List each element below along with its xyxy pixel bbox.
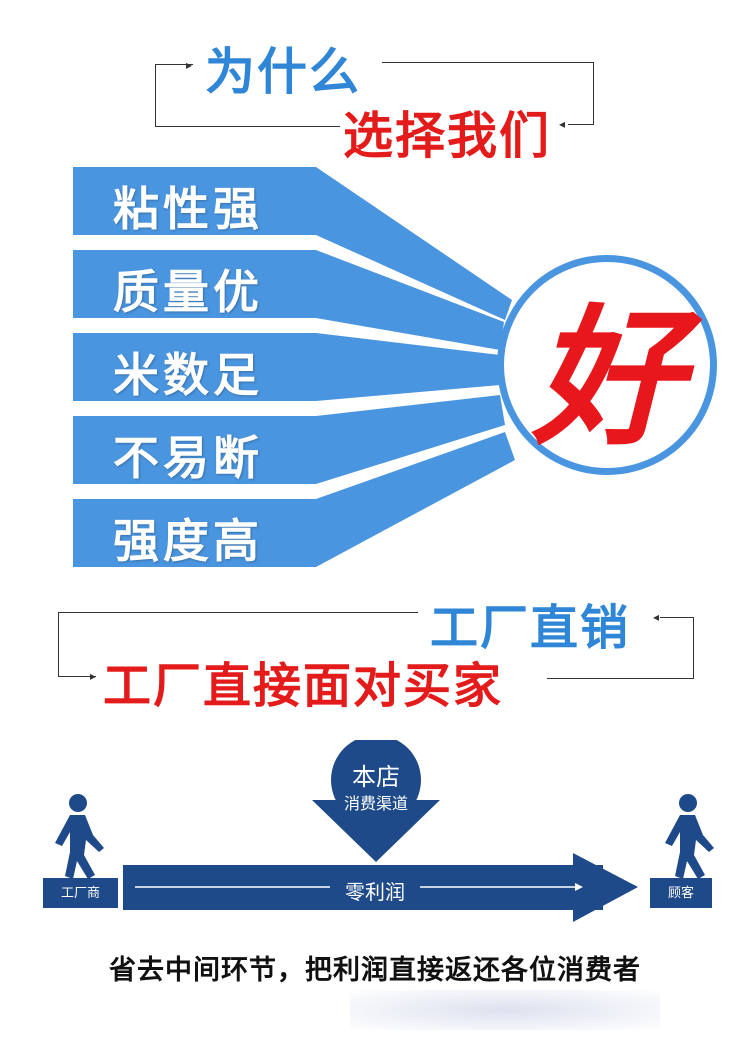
bracket-line: [547, 678, 694, 679]
feature-rays: [316, 167, 515, 567]
feature-bar-2: 质量优: [73, 250, 316, 319]
flow-diagram: [55, 740, 714, 922]
factory-title: 工厂直销: [430, 600, 631, 656]
feature-label: 强度高: [113, 514, 263, 568]
store-label-main: 本店: [352, 763, 400, 791]
arrow-right-icon: ▸: [186, 58, 193, 72]
feature-label: 不易断: [113, 431, 263, 485]
arrow-right-icon: ▸: [90, 669, 97, 683]
factory-subtitle: 工厂直接面对买家: [103, 658, 504, 714]
feature-bar-4: 不易断: [73, 416, 316, 485]
feature-label: 米数足: [113, 348, 263, 402]
feature-bar-3: 米数足: [73, 333, 316, 402]
bracket-line: [382, 62, 594, 63]
ray-2: [316, 250, 504, 350]
bracket-line: [58, 612, 59, 676]
bracket-line: [660, 617, 693, 618]
header-title-line2: 选择我们: [343, 107, 551, 165]
ray-5: [316, 432, 515, 567]
manufacturer-label: 工厂商: [43, 878, 118, 908]
good-circle: 好: [497, 255, 717, 475]
footer-slogan: 省去中间环节，把利润直接返还各位消费者: [109, 955, 641, 986]
feature-bar-5: 强度高: [73, 499, 316, 568]
bracket-line: [593, 62, 594, 124]
store-badge-pointer: [312, 800, 440, 862]
bracket-line: [58, 676, 96, 677]
walking-person-icon: [55, 794, 104, 879]
bracket-line: [155, 126, 340, 127]
walking-person-icon: [665, 794, 714, 879]
good-character: 好: [531, 289, 682, 466]
feature-label: 粘性强: [113, 182, 263, 236]
arrow-left-icon: ◂: [559, 117, 566, 131]
feature-label: 质量优: [113, 265, 263, 319]
customer-label: 顾客: [650, 878, 712, 908]
feature-bar-1: 粘性强: [73, 167, 316, 236]
bracket-line: [568, 124, 594, 125]
arrow-left-icon: ◂: [653, 610, 660, 624]
bracket-line: [58, 612, 418, 613]
ray-1: [316, 167, 512, 320]
header-title-line1: 为什么: [205, 43, 361, 101]
ray-3: [316, 333, 500, 401]
store-label-sub: 消费渠道: [343, 794, 408, 813]
ray-4: [316, 395, 505, 484]
bracket-line: [155, 64, 193, 65]
decorative-mist: [350, 990, 660, 1030]
flow-arrow-head: [573, 853, 638, 922]
bracket-line: [693, 617, 694, 679]
bracket-line: [155, 64, 156, 126]
zero-profit-label: 零利润: [345, 880, 405, 904]
